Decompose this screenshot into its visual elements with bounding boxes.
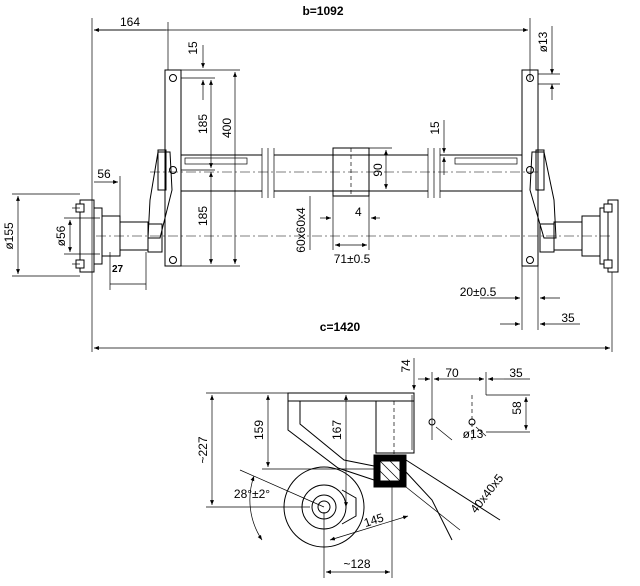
dim-d155-label: ø155 [2, 222, 16, 250]
dim-35-top-label: 35 [561, 311, 575, 325]
dim-d13-side-label: ø13 [463, 427, 484, 441]
right-trailing-arm [529, 149, 557, 253]
dim-58-label: 58 [510, 401, 524, 415]
dim-35-side: 35 [488, 366, 530, 381]
left-mounting-plate [164, 69, 240, 267]
dim-4-label: 4 [355, 205, 362, 219]
dim-145: 145 [329, 510, 409, 541]
dim-164: 164 [94, 15, 169, 70]
left-trailing-arm [147, 149, 173, 253]
dim-35-side-label: 35 [509, 366, 523, 380]
axle-top-view: b=1092 164 15 [2, 4, 619, 352]
dim-40x40x5: 40x40x5 [405, 471, 507, 531]
dim-70-label: 70 [445, 366, 459, 380]
dim-angle: 28°±2° [234, 469, 325, 541]
dim-58: 58 [486, 394, 530, 433]
dim-56-label: 56 [97, 167, 111, 181]
dim-159: 159 [252, 395, 374, 470]
dim-400-label: 400 [220, 118, 234, 138]
dim-d13-side: ø13 [428, 418, 487, 441]
dim-b-total-label: b=1092 [302, 4, 343, 18]
dim-35-top: 35 [500, 311, 580, 326]
dim-20-label: 20±0.5 [460, 285, 497, 299]
dim-74-label: 74 [399, 359, 413, 373]
dim-164-label: 164 [120, 15, 140, 29]
left-hub [72, 199, 149, 273]
dim-40x40x5-label: 40x40x5 [467, 471, 506, 516]
dim-15-left-label: 15 [186, 41, 200, 55]
right-mounting-plate [521, 69, 539, 267]
dim-159-label: 159 [252, 420, 266, 440]
dim-d56-label: ø56 [54, 225, 68, 246]
dim-145-label: 145 [362, 510, 386, 530]
dim-d155: ø155 [2, 193, 80, 277]
dim-15-tube-label: 15 [428, 121, 442, 135]
dim-27: 27 [109, 252, 147, 290]
dim-angle-label: 28°±2° [234, 487, 270, 501]
dim-c-total: c=1420 [94, 272, 613, 352]
dim-c-total-label: c=1420 [320, 320, 361, 334]
dim-185-lower-label: 185 [196, 206, 210, 226]
dim-128: ~128 [323, 487, 393, 578]
dim-71-label: 71±0.5 [334, 252, 371, 266]
dim-b-total: b=1092 [91, 4, 531, 352]
dim-20: 20±0.5 [460, 266, 560, 330]
square-tube-section [373, 454, 407, 488]
right-hub [553, 199, 619, 273]
dim-27-label: 27 [112, 264, 124, 275]
dim-60x60x4-label: 60x60x4 [294, 207, 308, 253]
dim-185-upper-label: 185 [196, 114, 210, 134]
dim-d56: ø56 [54, 217, 100, 255]
dim-15-tube: 15 [428, 120, 446, 175]
dim-90: 90 [371, 150, 388, 189]
dim-90-label: 90 [371, 163, 385, 177]
dim-tube-section: 60x60x4 4 71±0.5 [294, 196, 380, 266]
dim-d13-top-label: ø13 [536, 31, 550, 52]
dim-56: 56 [94, 167, 121, 218]
side-mounting-bracket [287, 392, 473, 455]
dim-167-label: 167 [330, 420, 344, 440]
dim-227-label: ~227 [196, 436, 210, 463]
axle-tube [181, 147, 522, 198]
dim-128-label: ~128 [343, 557, 370, 571]
dim-167: 167 [330, 395, 348, 507]
dim-185-400: 185 400 185 [196, 72, 237, 264]
dim-d13-top: ø13 [536, 26, 560, 100]
axle-side-view: 74 70 35 58 ø13 [196, 358, 530, 578]
dim-70: 70 [418, 366, 487, 395]
dim-74: 74 [399, 358, 416, 390]
dim-15-left: 15 [186, 41, 205, 100]
